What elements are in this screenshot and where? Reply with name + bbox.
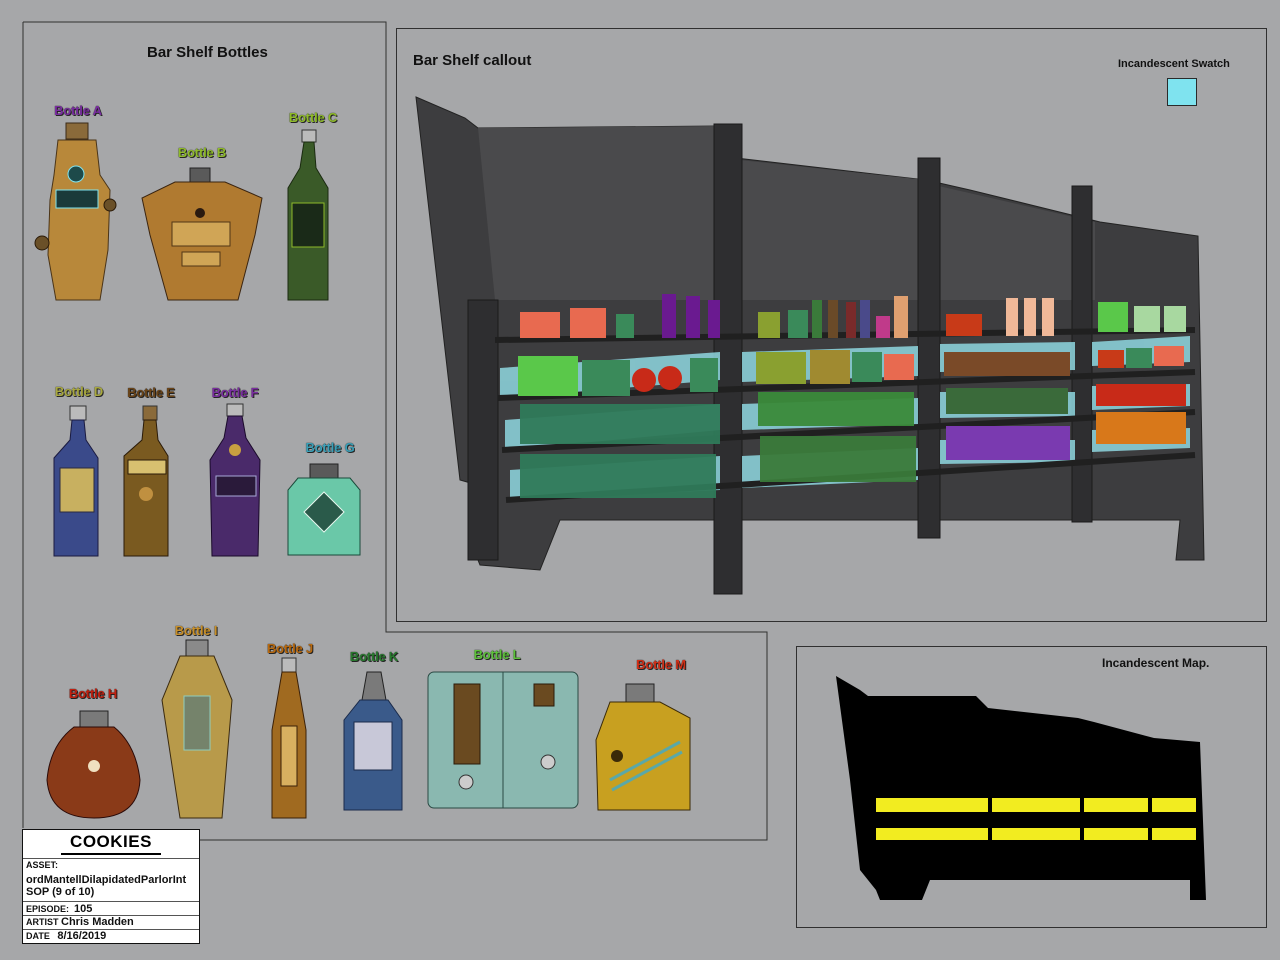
incandescent-swatch-label: Incandescent Swatch: [1118, 58, 1230, 70]
bottle-c-image: [287, 129, 329, 301]
asset-value-2: SOP (9 of 10): [26, 886, 95, 898]
bottle-k-image: [343, 671, 403, 811]
incandescent-map-title: Incandescent Map.: [1102, 656, 1210, 670]
bottle-label-m: Bottle M: [636, 657, 686, 672]
asset-value: ordMantellDilapidatedParlorInt: [26, 874, 187, 886]
date-row: DATE 8/16/2019: [26, 930, 106, 942]
bottle-label-i: Bottle I: [174, 623, 218, 638]
cookies-logo: COOKIES: [70, 832, 152, 851]
logo-underline: [61, 853, 161, 855]
incandescent-swatch: [1167, 78, 1197, 106]
date-label: DATE: [26, 931, 50, 941]
bottle-j-image: [271, 657, 307, 819]
artist-row: ARTIST Chris Madden: [26, 916, 134, 928]
asset-label: ASSET:: [26, 860, 59, 870]
divider: [23, 915, 199, 916]
date-value: 8/16/2019: [57, 930, 107, 942]
bottle-label-l: Bottle L: [473, 647, 521, 662]
divider: [23, 858, 199, 859]
shelf-callout-panel: [396, 28, 1267, 622]
divider: [23, 901, 199, 902]
bottle-label-f: Bottle F: [211, 385, 259, 400]
shelf-callout-title: Bar Shelf callout: [413, 52, 532, 69]
bottle-i-image: [161, 639, 233, 819]
bottle-label-h: Bottle H: [68, 686, 118, 701]
divider: [23, 929, 199, 930]
bottle-label-a: Bottle A: [54, 103, 102, 118]
bottle-b-image: [141, 167, 263, 301]
bottle-l-image: [427, 671, 579, 809]
bottle-a-image: [34, 122, 117, 301]
episode-label: EPISODE:: [26, 904, 70, 914]
artist-value: Chris Madden: [61, 916, 134, 928]
bottle-label-b: Bottle B: [177, 145, 227, 160]
bottle-label-d: Bottle D: [54, 384, 104, 399]
title-block: COOKIES ASSET: ordMantellDilapidatedParl…: [22, 829, 200, 944]
bottle-label-g: Bottle G: [305, 440, 355, 455]
episode-row: EPISODE: 105: [26, 903, 92, 915]
episode-value: 105: [74, 903, 93, 915]
bottle-m-image: [595, 683, 691, 811]
incandescent-map-panel: [796, 646, 1267, 928]
bottle-d-image: [53, 405, 99, 557]
bottle-label-e: Bottle E: [127, 385, 175, 400]
bottles-panel-title: Bar Shelf Bottles: [147, 44, 268, 61]
bottle-label-k: Bottle K: [349, 649, 399, 664]
artist-label: ARTIST: [26, 917, 59, 927]
bottle-f-image: [209, 403, 261, 557]
bottle-label-j: Bottle J: [266, 641, 314, 656]
bottle-g-image: [287, 463, 361, 556]
bottle-h-image: [46, 710, 141, 819]
bottle-label-c: Bottle C: [288, 110, 338, 125]
bottle-e-image: [123, 405, 169, 557]
